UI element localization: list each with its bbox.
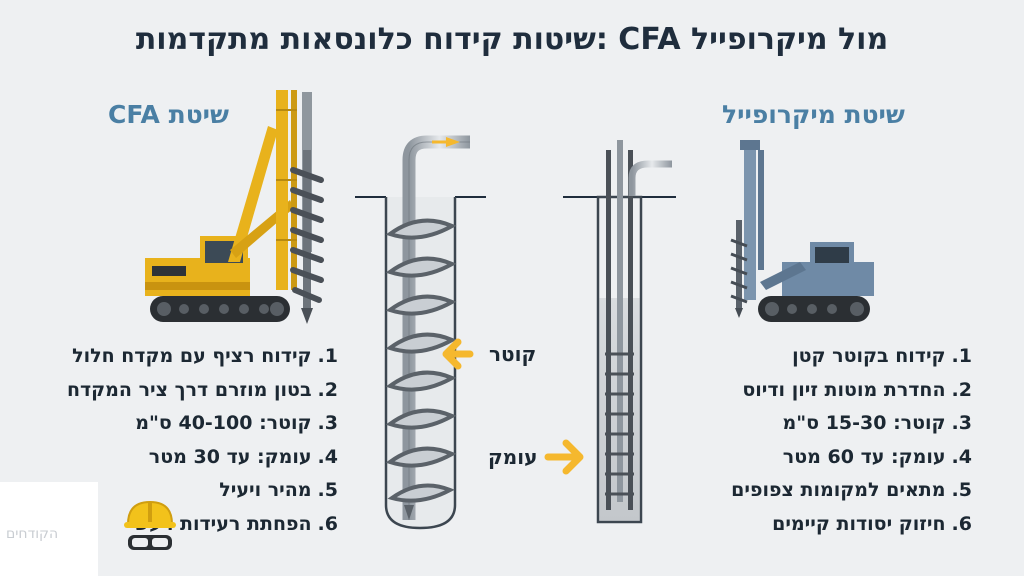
list-item: 6.הפחתת רעידות רעש — [134, 512, 338, 535]
micropile-feature-list: 1.קידוח בקוטר קטן 2.החדרת מוטות זיון ודי… — [700, 340, 972, 541]
diameter-arrow — [442, 338, 474, 370]
depth-label: עומק — [488, 445, 538, 469]
cfa-drilling-rig — [145, 90, 324, 324]
micropile-cross-section — [563, 140, 676, 524]
list-item: 2.בטון מוזרם דרך ציר המקדח — [66, 378, 338, 401]
micropile-heading: שיטת מיקרופייל — [722, 100, 905, 129]
cfa-feature-list: 1.קידוח רציף עם מקדח חלול 2.בטון מוזרם ד… — [58, 340, 338, 541]
depth-arrow — [544, 439, 584, 475]
diameter-label: קוטר — [489, 342, 537, 366]
page-title: שיטות קידוח כלונסאות מתקדמות: CFA מול מי… — [135, 22, 889, 57]
list-item: 4.עומק: עד 60 מטר — [782, 445, 972, 468]
list-item: 1.קידוח בקוטר קטן — [792, 345, 972, 367]
list-item: 1.קידוח רציף עם מקדח חלול — [72, 345, 338, 367]
list-item: 5.מתאים למקומות צפופים — [731, 479, 972, 501]
cfa-heading: שיטת CFA — [108, 100, 229, 129]
list-item: 2.החדרת מוטות זיון ודיוס — [742, 378, 972, 401]
micropile-drilling-rig — [730, 140, 874, 322]
cfa-cross-section — [355, 135, 486, 530]
list-item: 6.חיזוק יסודות קיימים — [772, 512, 972, 535]
logo-background — [0, 482, 98, 576]
list-item: 3.קוטר: 40-100 ס"מ — [135, 412, 338, 434]
logo-text: הקודחים — [6, 526, 59, 542]
list-item: 4.עומק: עד 30 מטר — [148, 445, 338, 468]
list-item: 3.קוטר: 15-30 ס"מ — [782, 412, 973, 434]
list-item: 5.מהיר ויעיל — [219, 479, 338, 501]
